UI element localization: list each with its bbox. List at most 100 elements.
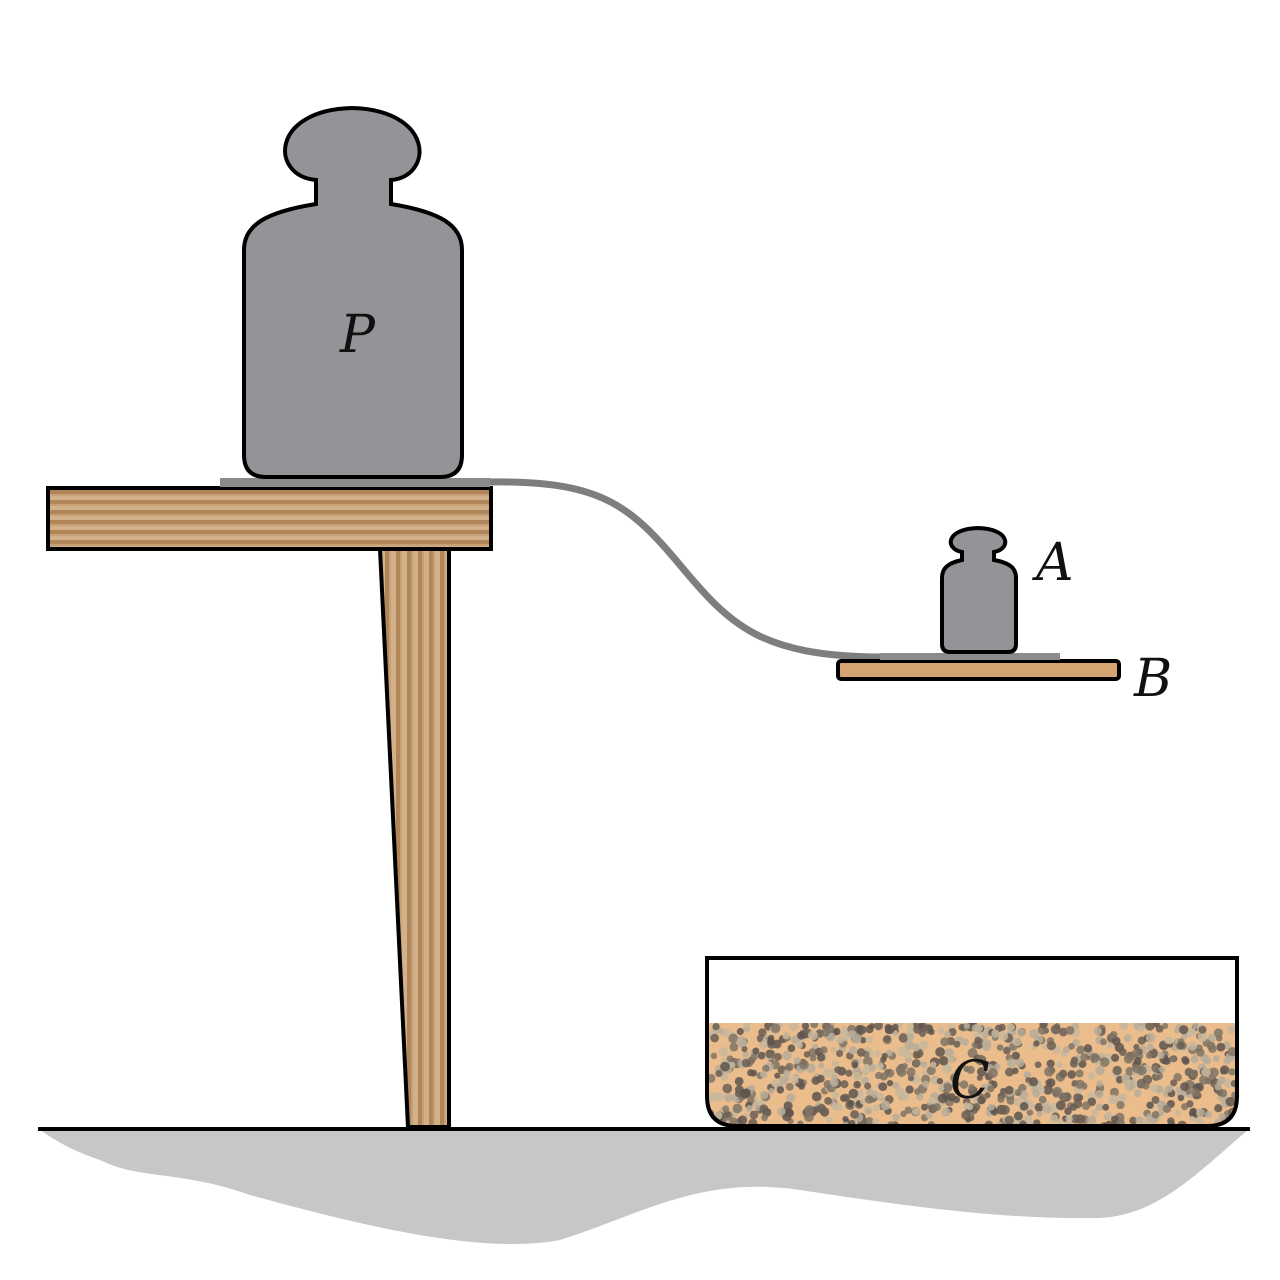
sand-grain: [1106, 1042, 1113, 1049]
sand-grain: [1142, 1082, 1150, 1090]
sand-grain: [1028, 1077, 1039, 1087]
sand-grain: [1011, 1051, 1020, 1060]
sand-grain: [1151, 1110, 1160, 1119]
sand-grain: [987, 1103, 995, 1111]
sand-grain: [718, 1046, 729, 1057]
sand-grain: [821, 1028, 830, 1037]
sand-grain: [879, 1072, 888, 1081]
sand-grain: [1042, 1104, 1052, 1114]
sand-grain: [726, 1055, 734, 1063]
sand-grain: [1180, 1082, 1190, 1091]
sand-grain: [864, 1082, 872, 1090]
sand-grain: [790, 1075, 799, 1084]
sand-grain: [941, 1107, 951, 1117]
sand-grain: [898, 1033, 909, 1043]
sand-grain: [1227, 1047, 1237, 1057]
sand-grain: [1034, 1061, 1042, 1069]
sand-grain: [785, 1082, 794, 1091]
sand-grain: [1146, 1043, 1154, 1051]
sand-grain: [863, 1063, 870, 1070]
sand-grain: [1096, 1080, 1103, 1087]
sand-grain: [779, 1075, 789, 1085]
sand-grain: [736, 1036, 747, 1047]
sand-grain: [1201, 1067, 1211, 1077]
sand-grain: [1039, 1023, 1048, 1029]
sand-grain: [874, 1049, 882, 1057]
sand-grain: [1192, 1023, 1199, 1029]
sand-grain: [1055, 1100, 1066, 1111]
label-a: A: [1032, 533, 1074, 593]
sand-grain: [840, 1080, 849, 1089]
sand-grain: [1123, 1034, 1132, 1042]
sand-grain: [761, 1114, 768, 1122]
sand-grain: [732, 1103, 743, 1114]
sand-grain: [922, 1080, 930, 1088]
sand-grain: [1162, 1023, 1169, 1030]
sand-grain: [967, 1048, 978, 1058]
sand-grain: [728, 1033, 739, 1044]
sand-grain: [1216, 1042, 1226, 1052]
sand-grain: [722, 1105, 730, 1113]
strip-plate: [220, 478, 490, 487]
sand-grain: [883, 1035, 891, 1043]
sand-grain: [1038, 1095, 1047, 1104]
sand-grain: [804, 1105, 814, 1114]
sand-grain: [784, 1108, 794, 1117]
sand-grain: [848, 1088, 859, 1099]
sand-grain: [1119, 1023, 1129, 1030]
sand-grain: [1099, 1057, 1110, 1068]
sand-grain: [843, 1034, 850, 1042]
sand-grain: [1138, 1025, 1145, 1033]
sand-grain: [1006, 1023, 1015, 1032]
sand-grain: [1003, 1046, 1011, 1055]
sand-grain: [1000, 1087, 1007, 1095]
sand-grain: [759, 1070, 768, 1078]
sand-grain: [1073, 1099, 1083, 1109]
sand-grain: [937, 1084, 945, 1092]
sand-grain: [782, 1050, 792, 1061]
sand-grain: [715, 1069, 723, 1078]
sand-grain: [906, 1033, 915, 1041]
sand-grain: [796, 1031, 806, 1040]
sand-grain: [768, 1087, 775, 1095]
sand-grain: [736, 1027, 744, 1036]
sand-grain: [1189, 1070, 1199, 1079]
sand-grain: [1046, 1041, 1056, 1051]
sand-grain: [885, 1024, 895, 1035]
sand-grain: [1170, 1079, 1178, 1087]
sand-grain: [977, 1096, 986, 1105]
sand-grain: [963, 1023, 971, 1030]
sand-grain: [1109, 1087, 1119, 1097]
sand-grain: [1225, 1096, 1236, 1107]
sand-grain: [1013, 1097, 1022, 1106]
sand-grain: [1166, 1037, 1174, 1044]
sand-grain: [1057, 1118, 1064, 1125]
sand-grain: [1004, 1115, 1014, 1125]
sand-grain: [1119, 1094, 1128, 1102]
sand-grain: [953, 1070, 961, 1078]
sand-grain: [831, 1102, 840, 1111]
sand-grain: [1004, 1085, 1014, 1095]
sand-grain: [1034, 1102, 1044, 1112]
sand-grain: [1181, 1032, 1188, 1040]
sand-grain: [750, 1053, 758, 1061]
sand-grain: [1207, 1033, 1217, 1042]
sand-grain: [1056, 1061, 1063, 1068]
sand-grain: [886, 1080, 894, 1087]
sand-grain: [935, 1047, 946, 1057]
sand-grain: [850, 1109, 859, 1119]
sand-grain: [1157, 1051, 1165, 1059]
sand-grain: [825, 1116, 833, 1123]
flexible-strip: [487, 478, 1060, 661]
sand-grain: [1213, 1028, 1223, 1038]
sand-grain: [873, 1104, 881, 1111]
sand-grain: [749, 1110, 759, 1120]
sand-grain: [991, 1029, 1000, 1039]
sand-grain: [1151, 1095, 1160, 1104]
sand-grain: [742, 1051, 750, 1058]
sand-grain: [1046, 1059, 1055, 1068]
sand-grain: [724, 1093, 734, 1103]
sand-grain: [1208, 1044, 1217, 1054]
sand-grain: [928, 1028, 935, 1036]
sand-grain: [714, 1092, 725, 1102]
